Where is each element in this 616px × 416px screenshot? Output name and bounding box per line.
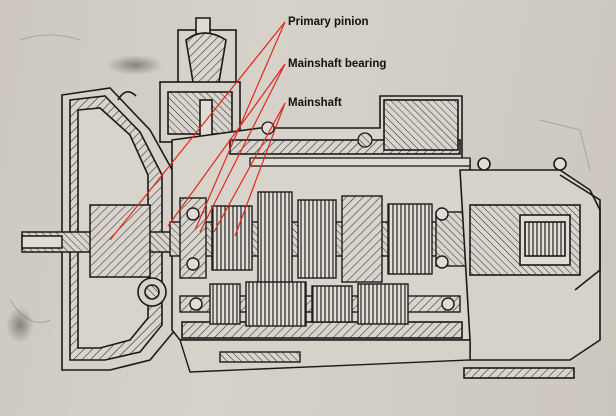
leader-line-mainshaft-bearing [167, 63, 286, 227]
smudge [6, 307, 34, 343]
leader-line-primary-pinion [109, 21, 286, 241]
selector-rod [249, 121, 471, 167]
label-primary-pinion: Primary pinion [288, 16, 369, 28]
layshaft-assembly [179, 281, 461, 327]
label-mainshaft-bearing: Mainshaft bearing [288, 58, 387, 70]
smudge [107, 55, 163, 75]
rear-extension [459, 157, 601, 379]
selector-housing [159, 17, 241, 143]
label-mainshaft: Mainshaft [288, 97, 342, 109]
input-shaft [21, 204, 173, 278]
leader-line-mainshaft [213, 102, 286, 233]
mainshaft-assembly [169, 191, 491, 285]
leader-line-mainshaft-bearing [199, 63, 286, 233]
leader-line-mainshaft [234, 102, 286, 237]
leader-lines [109, 21, 286, 241]
sump [179, 339, 471, 373]
